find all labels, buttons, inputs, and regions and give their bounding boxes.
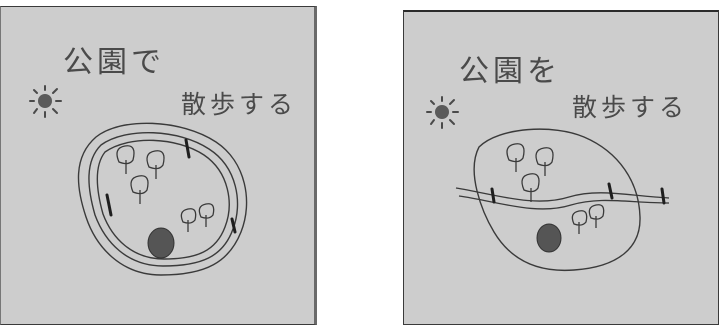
caption-line-2: 散歩する xyxy=(181,90,298,119)
park-outline xyxy=(473,128,641,272)
sun-icon xyxy=(426,96,459,129)
caption-line-1: 公園で xyxy=(63,45,165,80)
park-drawing xyxy=(426,96,670,272)
pond-icon xyxy=(147,227,175,259)
tree-icon xyxy=(116,145,215,232)
walker-icon xyxy=(490,182,666,205)
park-drawing xyxy=(29,85,248,276)
pond-icon xyxy=(536,223,562,253)
sun-icon xyxy=(29,85,62,118)
tree-icon xyxy=(506,143,605,234)
illustration-panel-in-park: 公園で 散歩する xyxy=(0,6,317,325)
caption-line-2: 散歩する xyxy=(572,93,689,122)
illustration-panel-through-park: 公園を 散歩する xyxy=(403,10,719,325)
caption-line-1: 公園を xyxy=(459,54,561,89)
walker-icon xyxy=(105,138,237,234)
